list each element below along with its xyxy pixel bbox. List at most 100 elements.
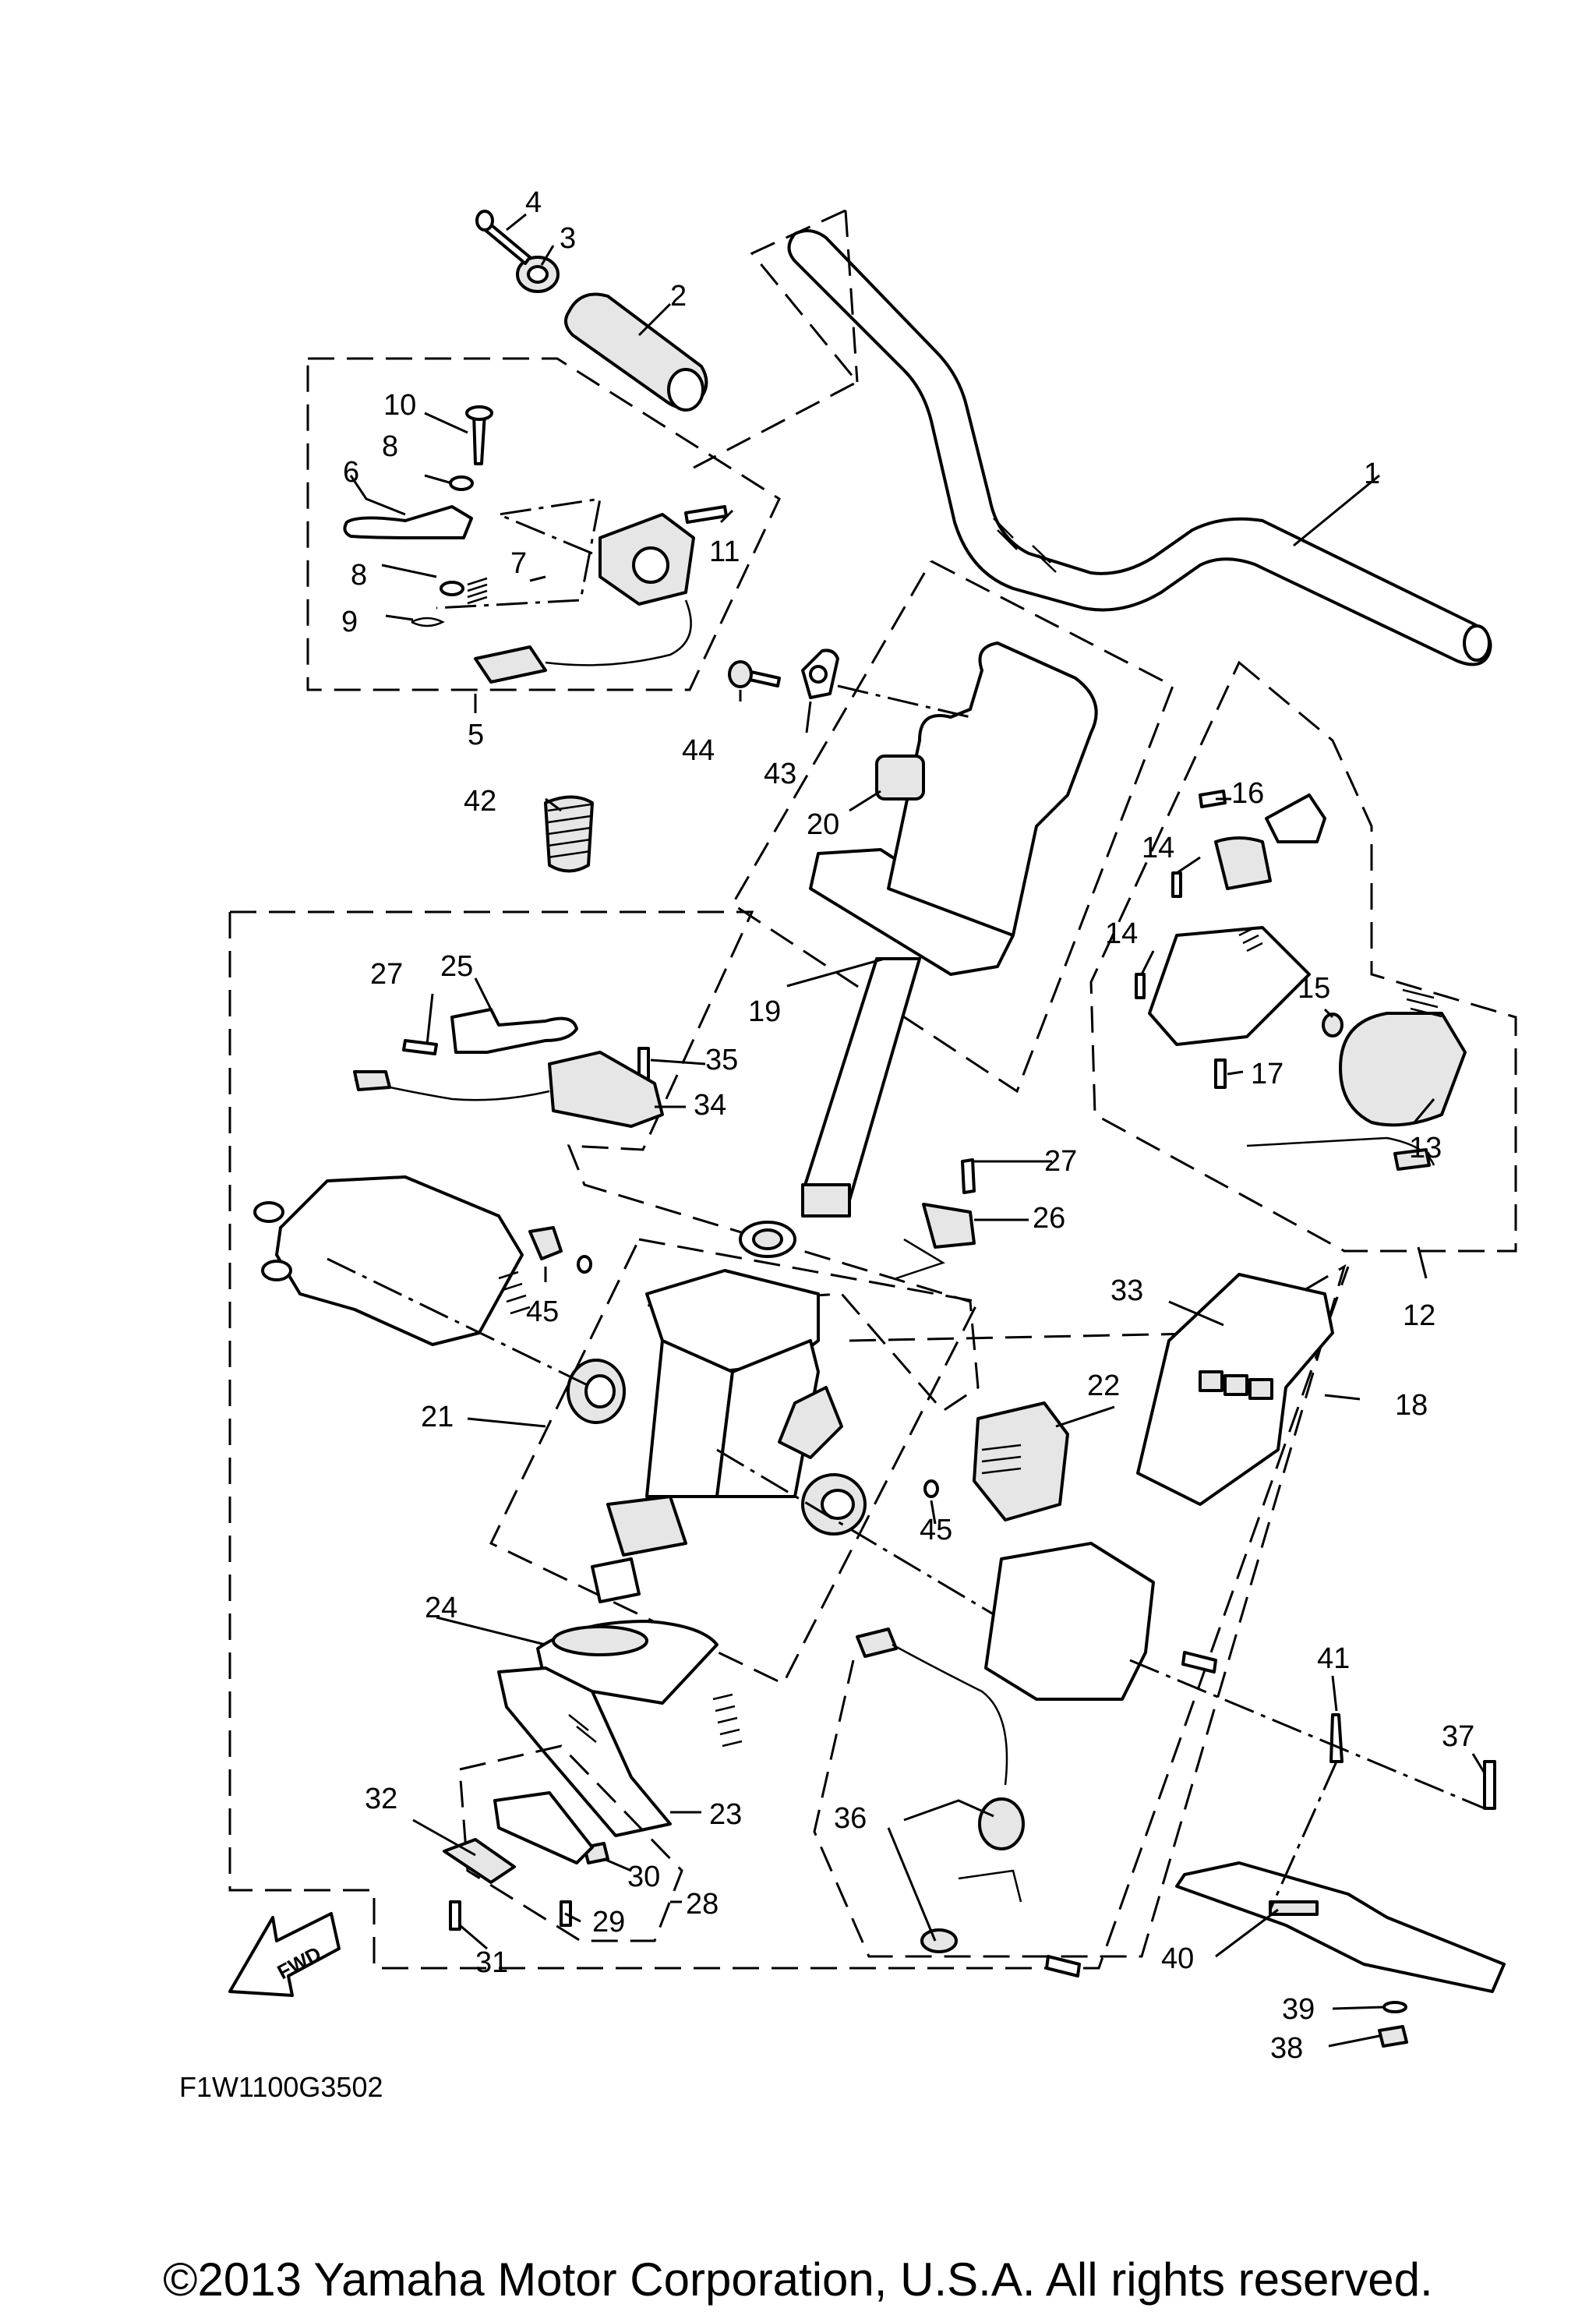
circlip-part [411, 617, 445, 627]
part-label-27-upper: 27 [370, 958, 403, 991]
part-label-8-upper: 8 [382, 430, 398, 463]
lever-holder-part [598, 513, 695, 606]
actuator-22-part [973, 1401, 1069, 1521]
part-label-10: 10 [383, 389, 416, 422]
grip-end-weight-part [516, 256, 560, 293]
part-label-2: 2 [670, 280, 687, 313]
lower-plate-28-part [493, 1791, 594, 1864]
column-housing-part [645, 1221, 843, 1498]
part-label-44: 44 [682, 734, 715, 767]
spring-part [467, 577, 488, 605]
stay-part [801, 649, 839, 699]
collar-part [591, 1557, 641, 1603]
switch-knob-part [1322, 1013, 1344, 1037]
bracket-25-part [450, 1008, 578, 1054]
part-label-42: 42 [464, 785, 496, 818]
lever-centerline [436, 497, 602, 610]
clip-part [528, 1226, 563, 1260]
spring-45-part [498, 1271, 531, 1315]
part-label-40: 40 [1161, 1942, 1194, 1975]
left-cover-part [253, 1175, 524, 1346]
part-label-15: 15 [1298, 972, 1330, 1005]
screw-31-part [449, 1900, 461, 1931]
bracket-23-part [497, 1666, 672, 1837]
part-label-4: 4 [525, 186, 542, 219]
screw-41-part [1329, 1713, 1344, 1763]
part-label-13: 13 [1409, 1132, 1442, 1165]
part-label-9: 9 [341, 606, 358, 638]
part-label-19: 19 [748, 995, 781, 1028]
part-label-23: 23 [709, 1798, 742, 1831]
washer-39-part [1382, 2001, 1407, 2013]
part-label-32: 32 [365, 1783, 397, 1815]
part-number-labels: 1 2 3 4 5 6 7 8 8 9 10 11 12 13 14 14 15… [341, 186, 1474, 2065]
grip-part [564, 292, 708, 412]
brake-lever-part [343, 505, 473, 539]
bolt-37-part [1483, 1760, 1496, 1810]
bracket-26-lead [895, 1238, 945, 1280]
lower-spring-part [712, 1693, 743, 1748]
washer-45-lower [923, 1479, 939, 1498]
lever-switch-connector-part [474, 599, 692, 684]
part-label-20: 20 [807, 808, 839, 841]
switch-lead-connector [1393, 1148, 1431, 1171]
part-label-24: 24 [425, 1592, 457, 1624]
part-label-17: 17 [1251, 1058, 1284, 1090]
part-label-6: 6 [343, 456, 359, 489]
screw-27-upper-part [402, 1039, 438, 1055]
part-label-37: 37 [1442, 1720, 1474, 1753]
switch-cover-part [1339, 988, 1467, 1127]
lower-dashed-frame [458, 1744, 683, 1942]
part-label-14-upper: 14 [1142, 832, 1174, 864]
copyright-notice: ©2013 Yamaha Motor Corporation, U.S.A. A… [163, 2253, 1433, 2306]
harness-36-part [856, 1628, 1081, 1977]
fwd-arrow-icon: FWD [228, 1912, 341, 1997]
part-label-30: 30 [627, 1861, 660, 1893]
part-label-45-upper: 45 [526, 1295, 559, 1328]
column-dashed-frame [489, 1238, 980, 1685]
column-centerline [716, 1448, 1006, 1623]
damper-rubber-part [875, 755, 925, 801]
part-label-41: 41 [1317, 1642, 1350, 1675]
part-label-22: 22 [1087, 1370, 1120, 1402]
cover-33-part [1136, 1273, 1334, 1506]
handlebar-part [787, 229, 1492, 666]
bolt-part [475, 210, 531, 265]
footrest-centerline-2 [1269, 1761, 1338, 1910]
part-label-27-right: 27 [1044, 1145, 1077, 1178]
lever-pin-part [465, 405, 493, 465]
lower-plate-24-part [536, 1620, 719, 1705]
screw-14-lower [1135, 973, 1146, 999]
part-label-29: 29 [592, 1906, 625, 1939]
right-bolt-part [1181, 1651, 1217, 1673]
nut-38-part [1378, 2025, 1408, 2048]
part-label-36: 36 [834, 1802, 867, 1835]
part-label-43: 43 [764, 758, 796, 790]
washer-45-upper [577, 1255, 592, 1274]
footrest-40-part [1175, 1861, 1506, 1993]
oil-seal-right-part [801, 1473, 867, 1536]
part-label-38: 38 [1270, 2032, 1303, 2065]
screw-17-part [1214, 1059, 1227, 1089]
sensor-34-part [353, 1051, 664, 1128]
screw-14-upper [1171, 871, 1182, 898]
part-label-39: 39 [1282, 1993, 1315, 2026]
washer-part-lower [440, 581, 464, 596]
steering-head-part [801, 641, 1098, 1218]
lever-dashed-frame [306, 357, 781, 691]
handlebar-dashed-frame-2 [844, 210, 859, 383]
part-label-5: 5 [468, 719, 484, 751]
right-bracket-part [984, 1542, 1155, 1701]
clip-32-part [443, 1838, 516, 1884]
nut-part [606, 1495, 687, 1557]
part-label-25: 25 [440, 950, 473, 983]
part-label-45-lower: 45 [920, 1514, 952, 1546]
part-label-1: 1 [1364, 458, 1380, 490]
stay-centerline [837, 684, 971, 719]
screw-27-right-part [961, 1158, 976, 1194]
oil-seal-part [567, 1359, 626, 1424]
part-label-34: 34 [694, 1089, 726, 1122]
switch-dashed-frame [1089, 660, 1517, 1253]
switch-top-screw-part [1199, 790, 1227, 808]
